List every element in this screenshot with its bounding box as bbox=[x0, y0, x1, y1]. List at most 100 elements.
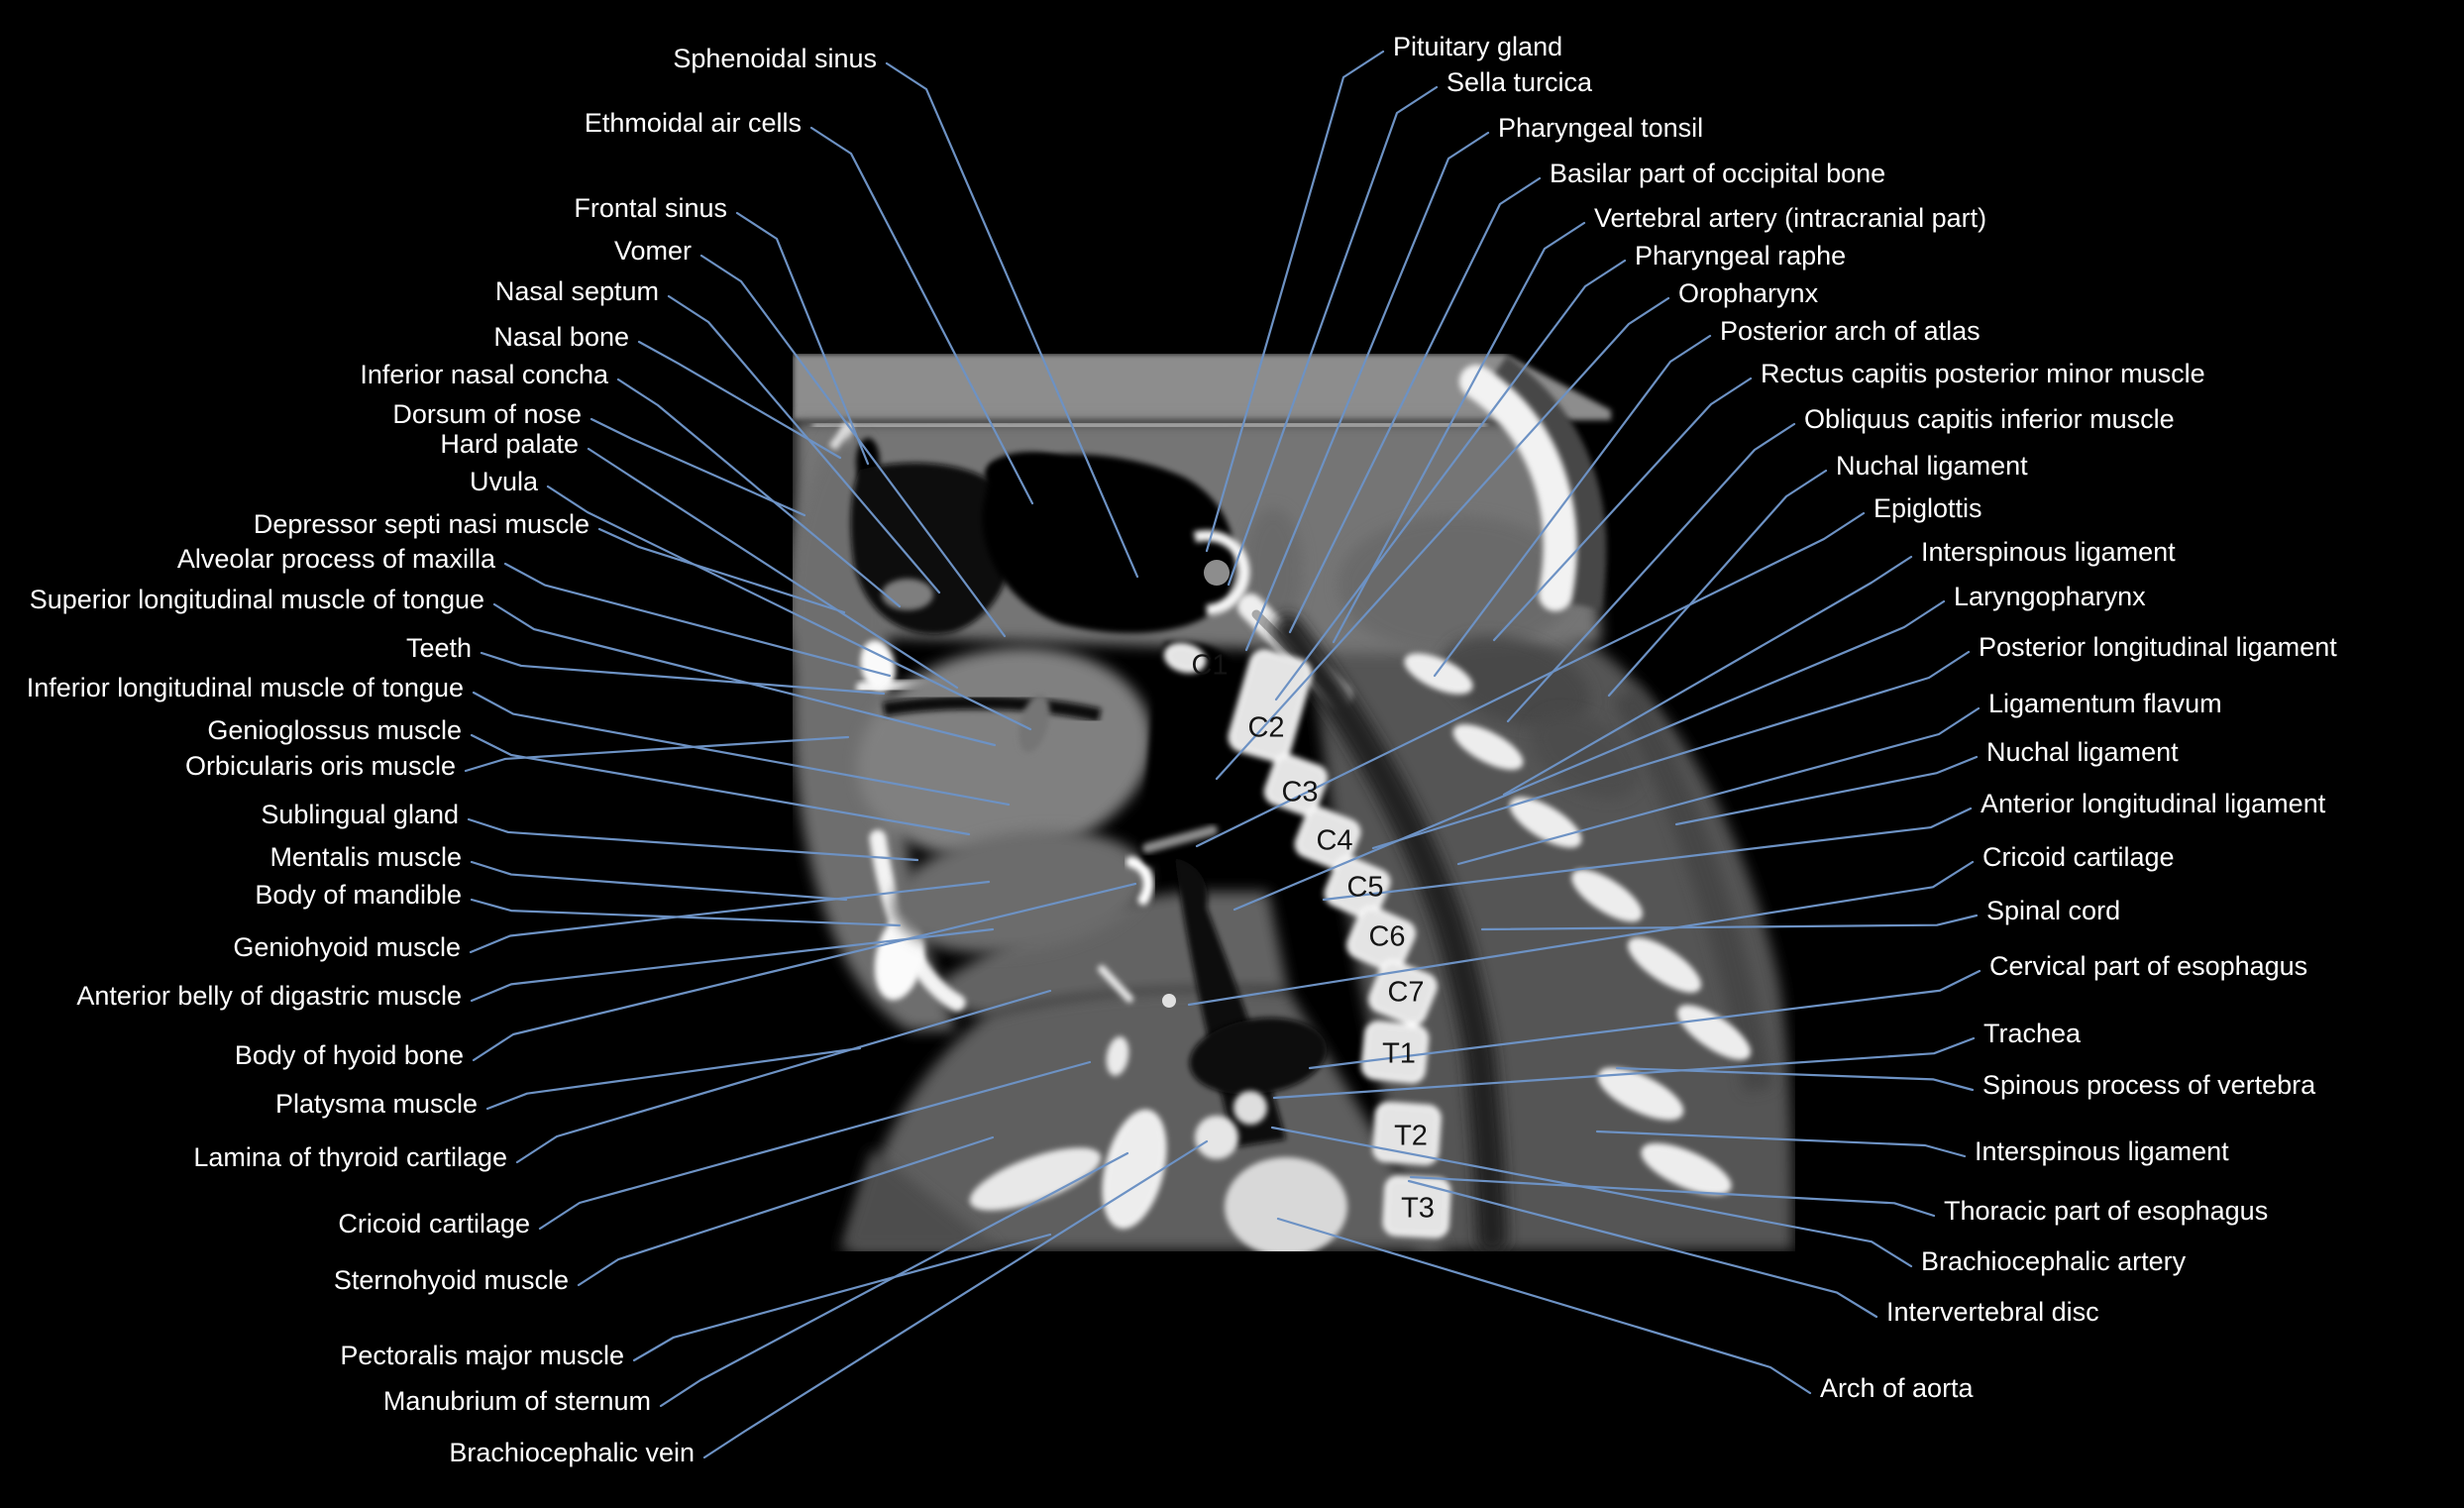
leader-line bbox=[1232, 599, 1946, 912]
spinous-c5 bbox=[1628, 937, 1701, 993]
leader-line bbox=[1270, 1126, 1913, 1268]
clavicle-bone bbox=[969, 1147, 1102, 1211]
chin-bone bbox=[874, 914, 925, 1001]
leader-line bbox=[538, 1060, 1092, 1231]
spinous-c1 bbox=[1404, 653, 1473, 695]
leader-line bbox=[589, 417, 806, 517]
ct-top-band bbox=[793, 354, 1611, 420]
ct-scan-content bbox=[793, 354, 1793, 1251]
leader-line bbox=[485, 1046, 862, 1111]
inferior-concha bbox=[882, 579, 933, 610]
leader-line bbox=[885, 61, 1139, 579]
hyoid-bone bbox=[1125, 856, 1154, 906]
spinous-c3 bbox=[1509, 797, 1582, 848]
leader-line bbox=[1607, 469, 1828, 698]
leader-line bbox=[515, 989, 1052, 1164]
upper-teeth bbox=[860, 640, 896, 692]
leader-line bbox=[546, 485, 1032, 731]
leader-line bbox=[467, 817, 919, 862]
leader-line bbox=[1195, 511, 1866, 848]
leader-line bbox=[1409, 1175, 1936, 1218]
leader-line bbox=[735, 211, 870, 466]
t1-body bbox=[1360, 1021, 1430, 1084]
manubrium-bone bbox=[1102, 1109, 1167, 1230]
leader-line bbox=[1480, 914, 1979, 931]
leader-line bbox=[464, 735, 850, 773]
leader-line bbox=[1615, 1066, 1975, 1092]
floor-of-mouth bbox=[892, 829, 1149, 954]
leader-line bbox=[667, 294, 941, 594]
leader-line bbox=[1371, 650, 1971, 850]
aortic-arch-vessel bbox=[1225, 1157, 1347, 1251]
spinous-t1 bbox=[1597, 1067, 1684, 1121]
leader-line bbox=[1215, 296, 1670, 781]
brachiocephalic-vein-vessel bbox=[1195, 1116, 1238, 1159]
nuchal-streak bbox=[1612, 686, 1773, 1093]
leader-line bbox=[1407, 1179, 1878, 1319]
spinous-c2 bbox=[1452, 724, 1524, 770]
t2-body bbox=[1372, 1102, 1442, 1165]
leader-line bbox=[632, 1233, 1052, 1362]
pituitary-gland-region bbox=[1204, 560, 1230, 586]
leader-line bbox=[577, 1135, 995, 1287]
c5-body bbox=[1324, 856, 1391, 919]
sella-turcica-bone bbox=[1193, 530, 1250, 616]
c3-body bbox=[1263, 754, 1329, 815]
leader-line bbox=[1272, 1036, 1976, 1100]
leader-line bbox=[587, 447, 959, 690]
leader-line bbox=[480, 651, 886, 696]
leader-line bbox=[492, 602, 997, 747]
deep-neck-muscles bbox=[1531, 711, 1640, 799]
thyroid-cartilage bbox=[1098, 965, 1133, 1003]
leader-line bbox=[809, 126, 1034, 505]
leader-line bbox=[1274, 259, 1627, 701]
spinal-canal bbox=[1272, 614, 1508, 1251]
spinous-c4 bbox=[1571, 869, 1643, 922]
leader-line bbox=[1502, 555, 1913, 797]
pharynx-air bbox=[1139, 641, 1235, 866]
leader-line bbox=[470, 927, 995, 1003]
leader-lines bbox=[464, 50, 1982, 1459]
leader-line bbox=[1205, 50, 1385, 553]
leader-line bbox=[1288, 176, 1542, 634]
leader-line bbox=[470, 733, 971, 836]
leader-line bbox=[699, 254, 1007, 638]
lung-apex-air bbox=[1189, 1018, 1328, 1095]
arytenoid-speck bbox=[1162, 994, 1176, 1008]
spinous-c6 bbox=[1677, 1005, 1751, 1060]
scalp-band bbox=[1488, 355, 1607, 609]
leader-line bbox=[1244, 131, 1490, 652]
leader-line bbox=[1187, 860, 1975, 1007]
vertebral-bodies bbox=[1163, 642, 1451, 1239]
leader-line bbox=[1674, 755, 1979, 826]
spinous-t2 bbox=[1641, 1143, 1732, 1195]
leader-line bbox=[469, 880, 991, 954]
ethmoid-air-cells bbox=[985, 452, 1076, 495]
leader-line bbox=[616, 377, 902, 608]
sphenoid-sinus-air bbox=[982, 454, 1235, 634]
leader-line bbox=[1595, 1130, 1967, 1158]
soft-palate-uvula bbox=[1018, 694, 1050, 753]
leader-line bbox=[1276, 1217, 1812, 1395]
cerebellum-region bbox=[1338, 515, 1575, 654]
cricoid-cartilage-bone bbox=[1106, 1036, 1129, 1076]
leader-line bbox=[1308, 969, 1982, 1070]
leader-line bbox=[1322, 807, 1973, 902]
oral-cavity-air bbox=[882, 696, 1102, 722]
nasal-bone bbox=[828, 421, 854, 451]
c4-body bbox=[1294, 807, 1361, 870]
leader-line bbox=[470, 860, 848, 902]
leader-line bbox=[1433, 334, 1712, 678]
leader-line bbox=[472, 691, 1011, 807]
leader-line bbox=[1227, 85, 1439, 587]
leader-line bbox=[1332, 221, 1586, 644]
c2-body bbox=[1228, 649, 1313, 762]
leader-line bbox=[659, 1151, 1129, 1408]
brachiocephalic-artery-vessel bbox=[1233, 1091, 1267, 1125]
leader-line bbox=[1492, 377, 1753, 642]
leader-line bbox=[597, 527, 846, 614]
suboccipital-muscles bbox=[1441, 635, 1591, 728]
c1-anterior-arch bbox=[1163, 642, 1207, 674]
spinous-processes bbox=[1404, 653, 1751, 1195]
